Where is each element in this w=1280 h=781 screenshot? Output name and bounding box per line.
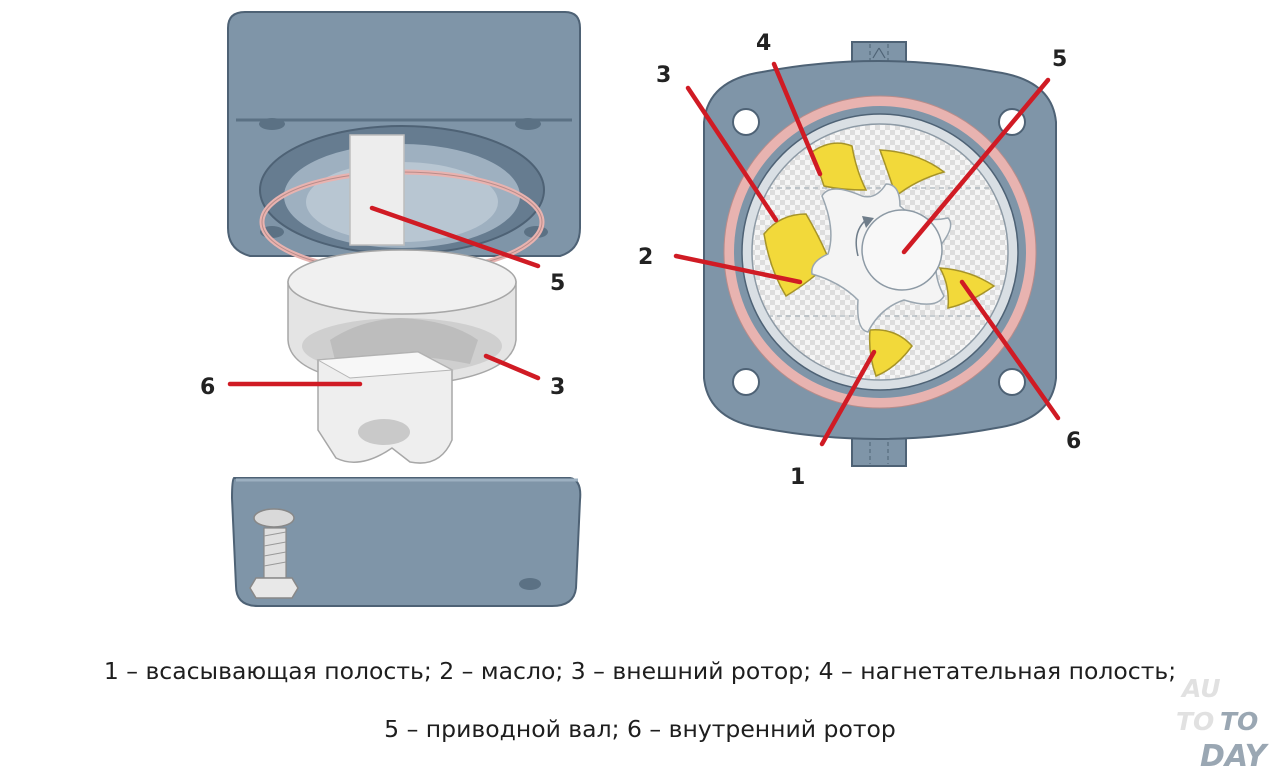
bolt [249, 508, 299, 599]
callout-2-right: 2 [638, 245, 653, 270]
leader-line-3-left [483, 353, 541, 381]
pump-diagram: 5 3 6 [200, 11, 1081, 607]
leader-line-5-right [901, 77, 1051, 255]
callout-3-left: 3 [550, 375, 565, 400]
watermark-part-4: DAY [1200, 739, 1267, 774]
leader-line-3-right [685, 85, 779, 223]
callout-4-right: 4 [756, 31, 771, 56]
pump-cover-lower [230, 477, 582, 607]
leader-line-5-left [369, 205, 541, 269]
leader-line-4-right [771, 61, 823, 177]
leader-line-6-right [959, 279, 1061, 421]
section-view: 3 4 5 2 6 1 [638, 31, 1081, 490]
watermark-logo: AU TO TO DAY [1168, 676, 1278, 776]
callout-5-right: 5 [1052, 47, 1067, 72]
callout-6-left: 6 [200, 375, 215, 400]
leader-line-1-right [819, 349, 877, 447]
caption-line-1: 1 – всасывающая полость; 2 – масло; 3 – … [103, 657, 1177, 685]
exploded-view: 5 3 6 [200, 11, 582, 607]
watermark-part-2: TO [1176, 707, 1215, 736]
leader-line-2-right [673, 253, 803, 285]
inner-rotor [316, 351, 454, 464]
watermark-part-3: TO [1220, 707, 1259, 736]
callout-1-right: 1 [790, 465, 805, 490]
caption-line-2: 5 – приводной вал; 6 – внутренний ротор [384, 715, 896, 743]
callout-5-left: 5 [550, 271, 565, 296]
callout-3-right: 3 [656, 63, 671, 88]
watermark-part-1: AU [1182, 674, 1221, 703]
callout-6-right: 6 [1066, 429, 1081, 454]
drive-shaft [349, 134, 405, 246]
